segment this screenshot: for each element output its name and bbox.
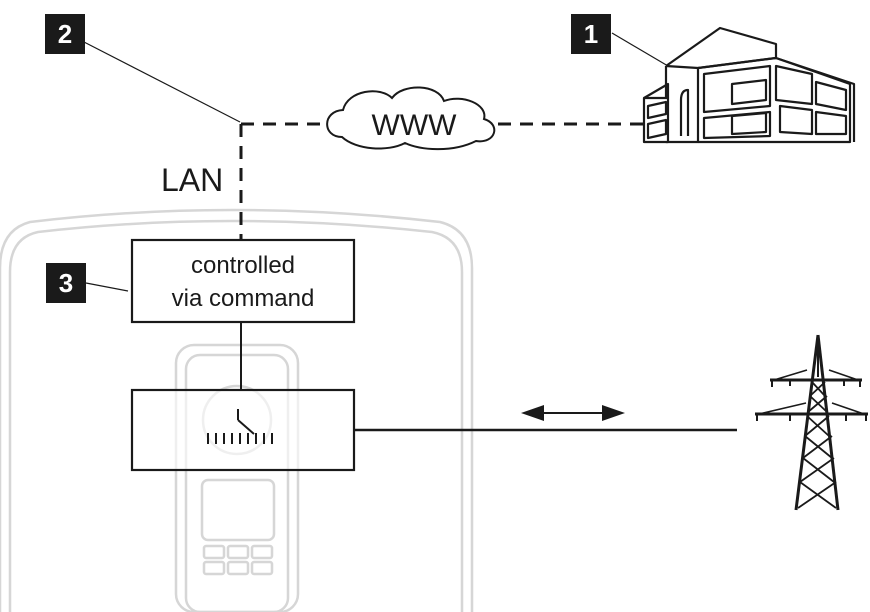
cloud-label: WWW (372, 109, 458, 142)
lan-label: LAN (161, 162, 223, 198)
callout-badge-2: 2 (45, 14, 85, 54)
power-transmission-tower-icon (755, 334, 868, 511)
double-arrow-icon (521, 405, 625, 421)
callout-leaders (83, 32, 669, 292)
building-icon (642, 26, 856, 144)
callout-number-1: 1 (584, 19, 598, 49)
controller-box (130, 238, 356, 324)
cloud-icon (326, 86, 496, 151)
relay-box (130, 388, 356, 472)
network-lines (239, 122, 646, 240)
callout-badge-3: 3 (46, 263, 86, 303)
callout-2-leader (83, 41, 241, 123)
switch-icon (207, 409, 273, 444)
controller-label-line2: via command (172, 285, 315, 312)
callout-3-leader (85, 282, 129, 292)
controller-label-line1: controlled (191, 252, 295, 279)
callout-number-2: 2 (58, 19, 72, 49)
callout-number-3: 3 (59, 268, 73, 298)
callout-badge-1: 1 (571, 14, 611, 54)
callout-1-leader (611, 32, 669, 67)
